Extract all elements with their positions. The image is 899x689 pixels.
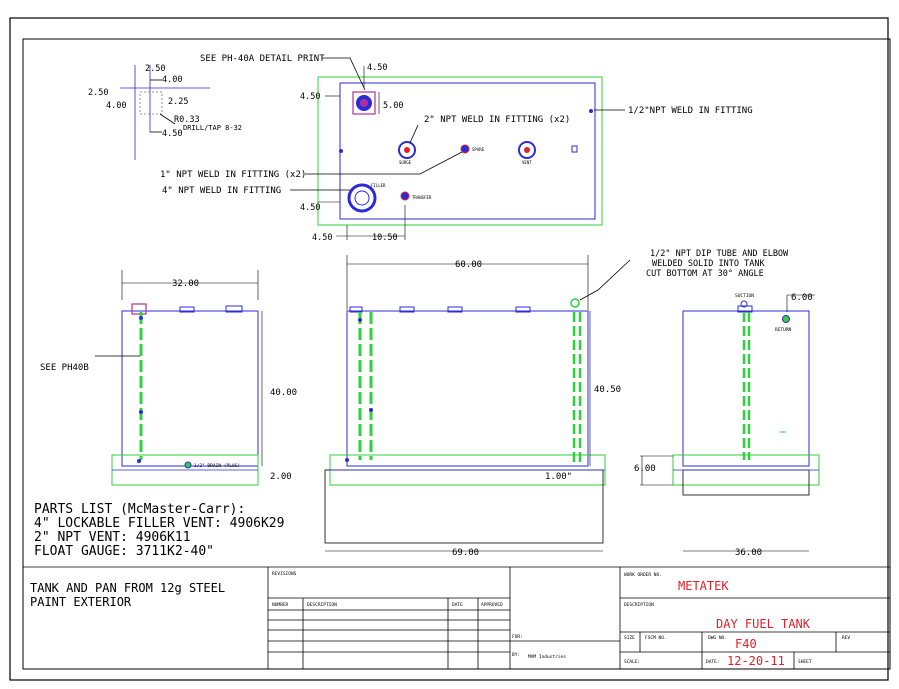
- note-line-1: TANK AND PAN FROM 12g STEEL: [30, 581, 225, 595]
- detail-dim-3: 2.50: [88, 88, 108, 98]
- inner-border: [22, 38, 891, 670]
- description-label: DESCRIPTION: [624, 602, 654, 608]
- return-label: RETURN: [775, 327, 792, 333]
- detail-dim-1: 2.50: [145, 64, 165, 74]
- transfer-label: TRANSFER: [412, 195, 432, 200]
- two-npt-label: 2" NPT WELD IN FITTING (x2): [424, 115, 570, 125]
- date-value: 12-20-11: [727, 654, 785, 668]
- see-ph40b-label: SEE PH40B: [40, 363, 89, 373]
- front-view: [324, 255, 631, 552]
- work-order-label: WORK ORDER NO.: [624, 572, 662, 578]
- rev-header-approved: APPROVED: [481, 602, 503, 608]
- dwg-value: F40: [735, 637, 757, 651]
- dip-note-1: 1/2" NPT DIP TUBE AND ELBOW: [650, 249, 789, 259]
- front-dim-pan-width: 69.00: [452, 548, 479, 558]
- see-detail-label: SEE PH-40A DETAIL PRINT: [200, 54, 325, 64]
- front-dim-width: 60.00: [455, 260, 482, 270]
- parts-line-3: 2" NPT VENT: 4906K11: [34, 530, 191, 545]
- parts-line-4: FLOAT GAUGE: 3711K2-40": [34, 544, 214, 559]
- right-dim-top: 6.00: [791, 293, 813, 303]
- left-dim-height: 40.00: [270, 388, 297, 398]
- parts-list: PARTS LIST (McMaster-Carr): 4" LOCKABLE …: [34, 502, 284, 559]
- left-side-view: [95, 270, 263, 486]
- one-npt-label: 1" NPT WELD IN FITTING (x2): [160, 170, 306, 180]
- dwg-label: DWG NO.: [708, 635, 727, 641]
- return-icon: [782, 315, 790, 323]
- detail-drill-note: DRILL/TAP 8-32: [183, 124, 242, 132]
- detail-dim-2: 4.00: [162, 75, 182, 85]
- right-side-view: [640, 294, 820, 552]
- drain-plug-icon: [184, 461, 192, 469]
- top-dim-450b: 4.50: [300, 92, 320, 102]
- suction-icon: [740, 300, 748, 308]
- rev-header-description: DESCRIPTION: [307, 602, 337, 608]
- vent-label: VENT: [522, 160, 532, 165]
- filler-fitting: [347, 183, 377, 213]
- parts-line-1: PARTS LIST (McMaster-Carr):: [34, 502, 245, 517]
- fscm-label: FSCM NO.: [645, 635, 667, 641]
- dip-note-2: WELDED SOLID INTO TANK: [652, 259, 765, 269]
- top-dim-450d: 4.50: [312, 233, 332, 243]
- filler-label: FILLER: [371, 183, 386, 188]
- rev-header-number: NUMBER: [272, 602, 289, 608]
- front-dim-offset: 1.00": [545, 472, 572, 482]
- dip-note-3: CUT BOTTOM AT 30° ANGLE: [646, 269, 764, 279]
- rev-header-date: DATE: [452, 602, 463, 608]
- drain-label: 1/2" DRAIN (PLUG): [194, 463, 240, 469]
- surge-label: SURGE: [399, 160, 412, 165]
- detail-dim-5: 2.25: [168, 97, 188, 107]
- top-dim-500: 5.00: [383, 101, 403, 111]
- size-label: SIZE: [624, 635, 635, 641]
- surge-fitting: [398, 141, 416, 159]
- revisions-label: REVISIONS: [272, 571, 297, 577]
- top-view: [290, 57, 625, 240]
- four-npt-label: 4" NPT WELD IN FITTING: [162, 186, 281, 196]
- left-dim-pan: 2.00: [270, 472, 292, 482]
- detail-dim-6: R0.33: [174, 115, 200, 125]
- detail-dim-4: 4.00: [106, 101, 126, 111]
- mounting-detail: [120, 65, 210, 160]
- for-label: FOR:: [512, 634, 523, 640]
- right-dim-pan: 6.00: [634, 464, 656, 474]
- title-block: [23, 566, 890, 669]
- parts-line-2: 4" LOCKABLE FILLER VENT: 4906K29: [34, 516, 284, 531]
- note-line-2: PAINT EXTERIOR: [30, 595, 132, 609]
- vent-fitting: [518, 141, 536, 159]
- top-dim-450c: 4.50: [300, 203, 320, 213]
- right-dim-pan-width: 36.00: [735, 548, 762, 558]
- gauge-plate: [352, 91, 376, 115]
- top-dim-450a: 4.50: [367, 63, 387, 73]
- by-value: MVM Industries: [528, 654, 566, 660]
- date-label: DATE:: [706, 659, 720, 665]
- scale-label: SCALE:: [624, 659, 640, 665]
- spare-label: SPARE: [472, 147, 485, 152]
- sheet-label: SHEET: [798, 659, 812, 665]
- detail-dim-7: 4.50: [162, 129, 182, 139]
- outer-border: [9, 17, 889, 681]
- rev-label: REV: [842, 635, 850, 641]
- description-value: DAY FUEL TANK: [716, 617, 811, 631]
- top-dim-1050: 10.50: [372, 233, 398, 243]
- by-label: BY:: [512, 652, 520, 658]
- left-dim-width: 32.00: [172, 279, 199, 289]
- work-order-value: METATEK: [678, 579, 729, 593]
- transfer-fitting: [400, 191, 410, 201]
- half-npt-label: 1/2"NPT WELD IN FITTING: [628, 106, 753, 116]
- suction-label: SUCTION: [735, 293, 754, 299]
- front-dim-height: 40.50: [594, 385, 621, 395]
- spare-fitting: [460, 144, 470, 154]
